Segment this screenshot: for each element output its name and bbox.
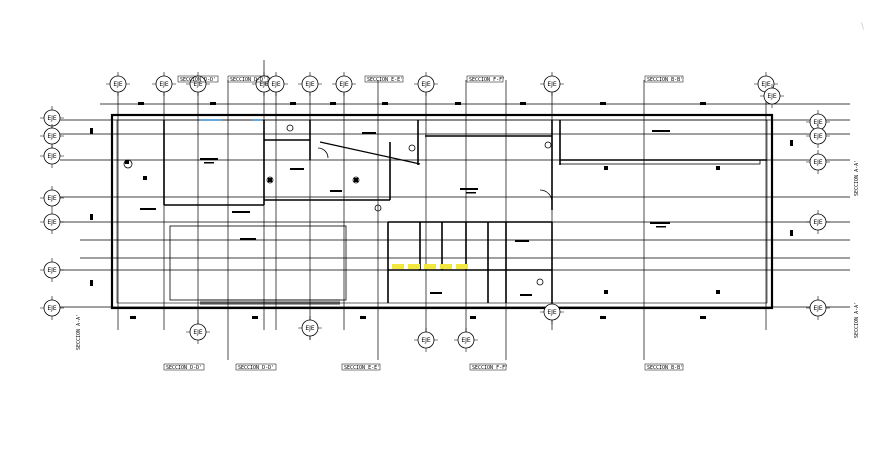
grid-bubble-label: EJE — [813, 305, 823, 312]
grid-bubble-label: EJE — [47, 133, 57, 140]
grid-bubble-label: EJE — [461, 337, 471, 344]
grid-bubble-label: EJE — [193, 81, 203, 88]
section-label-bot-b: SECCION B-B' — [647, 365, 683, 371]
grid-bubble-label: EJE — [47, 195, 57, 202]
columns — [123, 124, 553, 286]
section-titles: SECCION D-D' SECCION D-D' SECCION E-E' S… — [76, 75, 860, 371]
grid-bubble-label: EJE — [761, 81, 771, 88]
grid-bubble-label: EJE — [767, 93, 777, 100]
hatch-strip — [200, 299, 340, 305]
exterior-walls — [110, 113, 774, 310]
grid-bubble: EJE — [414, 328, 438, 352]
grid-bubble: EJE — [264, 72, 288, 96]
section-label-bot-e: SECCION E-E' — [344, 365, 380, 371]
grid-bubble-label: EJE — [813, 119, 823, 126]
grid-bubble: EJE — [40, 186, 64, 210]
grid-bubble-label: EJE — [159, 81, 169, 88]
grid-bubble: EJE — [806, 296, 830, 320]
grid-bubble-label: EJE — [47, 115, 57, 122]
grid-bubble: EJE — [186, 320, 210, 344]
grid-bubble: EJE — [806, 124, 830, 148]
grid-bubble-label: EJE — [193, 329, 203, 336]
grid-bubbles: EJE EJE EJE EJE EJE EJE EJE EJE EJE EJE EJE EJE EJE E… — [40, 72, 830, 352]
grid-bubble: EJE — [454, 328, 478, 352]
grid-bubble-label: EJE — [813, 219, 823, 226]
grid-bubble: EJE — [106, 72, 130, 96]
highlight-fixtures — [392, 264, 468, 269]
section-label-right-a2: SECCION A-A' — [854, 302, 860, 338]
grid-bubble-label: EJE — [113, 81, 123, 88]
grid-bubble: EJE — [40, 258, 64, 282]
grid-bubble: EJE — [152, 72, 176, 96]
grid-bubble: EJE — [332, 72, 356, 96]
section-label-bot-f: SECCION F-F' — [472, 365, 508, 371]
grid-bubble-label: EJE — [547, 81, 557, 88]
grid-bubble-label: EJE — [421, 337, 431, 344]
watermark: \ — [860, 22, 864, 32]
interior-walls — [163, 120, 767, 303]
grid-bubble: EJE — [760, 84, 784, 108]
grid-bubble: EJE — [540, 300, 564, 324]
grid-bubble-label: EJE — [47, 305, 57, 312]
room-annotations — [125, 130, 720, 296]
grid-bubble: EJE — [40, 296, 64, 320]
section-label-right-a1: SECCION A-A' — [854, 160, 860, 196]
grid-bubble-label: EJE — [259, 81, 269, 88]
grid-bubble: EJE — [414, 72, 438, 96]
grid-bubble-label: EJE — [421, 81, 431, 88]
grid-bubble: EJE — [298, 316, 322, 340]
grid-bubble-label: EJE — [47, 219, 57, 226]
section-label-top-b: SECCION B-B' — [647, 77, 683, 83]
grid-bubble: EJE — [298, 72, 322, 96]
inner-room-outline — [169, 159, 761, 301]
grid-bubble: EJE — [806, 150, 830, 174]
grid-bubble-label: EJE — [813, 133, 823, 140]
section-label-top-d2: SECCION D-D' — [230, 77, 266, 83]
section-label-left-a: SECCION A-A' — [76, 314, 82, 350]
grid-bubble: EJE — [806, 210, 830, 234]
section-label-bot-d2: SECCION D-D' — [238, 365, 274, 371]
grid-bubble: EJE — [540, 72, 564, 96]
section-label-top-e: SECCION E-E' — [367, 77, 403, 83]
grid-bubble-label: EJE — [47, 153, 57, 160]
section-label-top-d1: SECCION D-D' — [180, 77, 216, 83]
grid-bubble: EJE — [40, 106, 64, 130]
grid-bubble-label: EJE — [47, 267, 57, 274]
dimension-ticks — [90, 102, 793, 319]
grid-bubble: EJE — [806, 110, 830, 134]
grid-bubble: EJE — [40, 210, 64, 234]
grid-bubble-label: EJE — [305, 325, 315, 332]
grid-bubble-label: EJE — [813, 159, 823, 166]
grid-bubble-label: EJE — [547, 309, 557, 316]
grid-bubble-label: EJE — [271, 81, 281, 88]
grid-bubble-label: EJE — [339, 81, 349, 88]
grid-bubble: EJE — [186, 72, 210, 96]
grid-bubble-label: EJE — [305, 81, 315, 88]
section-label-bot-d1: SECCION D-D' — [166, 365, 202, 371]
section-label-top-f: SECCION F-F' — [469, 77, 505, 83]
grid-bubble: EJE — [40, 144, 64, 168]
